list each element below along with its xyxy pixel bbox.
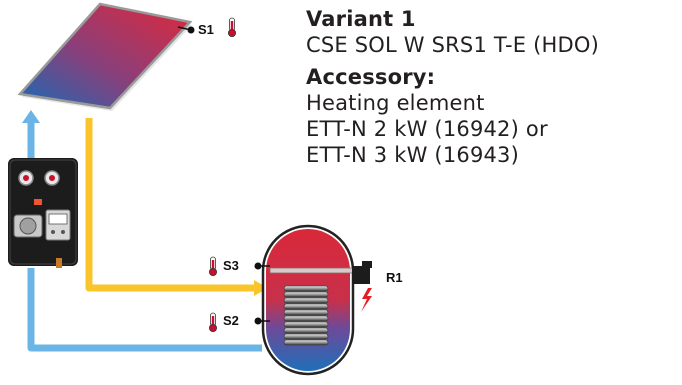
variant-model: CSE SOL W SRS1 T-E (HDO) [306,33,599,57]
cold-pipe-arrow [22,110,40,123]
accessory-line: ETT-N 2 kW (16942) or [306,117,548,141]
hot-pipe-arrow [254,280,268,296]
thermometer-icon [208,256,218,277]
variant-title: Variant 1 [306,7,416,31]
sensor-s1-label: S1 [198,22,214,37]
description-block: Variant 1 CSE SOL W SRS1 T-E (HDO) Acces… [306,6,599,168]
heat-exchanger-coil [283,285,329,346]
thermometer-icon [208,312,218,333]
pump-station-icon [8,158,78,268]
sensor-s2-marker [254,317,270,325]
storage-tank-icon [261,224,355,376]
solar-collector-icon [17,2,193,111]
sensor-s3-marker [254,262,270,270]
accessory-line: Heating element [306,91,485,115]
hot-pipe [85,118,262,292]
sensor-s3-label: S3 [223,258,239,273]
lightning-icon [361,288,372,312]
sensor-s1-marker [177,26,195,34]
accessory-line: ETT-N 3 kW (16943) [306,143,520,167]
accessory-heading: Accessory: [306,65,436,89]
heating-element-icon [352,261,372,284]
thermometer-icon [227,17,237,38]
cold-pipe [27,120,262,352]
heater-r1-label: R1 [386,270,403,285]
sensor-s2-label: S2 [223,313,239,328]
